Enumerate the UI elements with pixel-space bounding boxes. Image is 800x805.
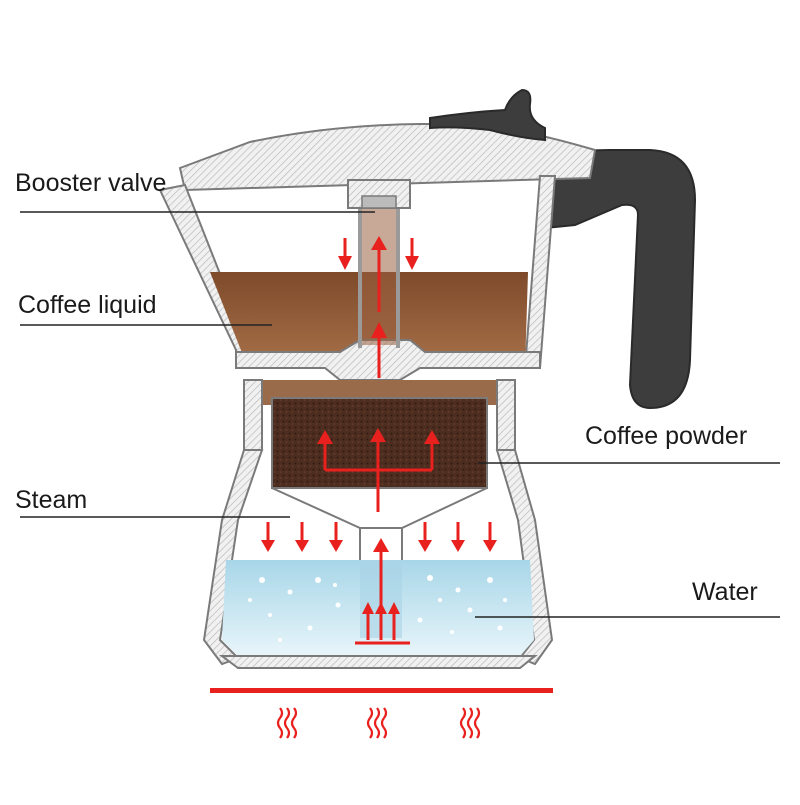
valve-body [361,195,397,209]
flow-arrows [210,236,553,693]
arrow-up-icon [373,538,389,552]
lid-knob [429,88,546,142]
label-coffee-powder: Coffee powder [585,422,748,450]
boiler-bottom [219,655,538,669]
label-steam: Steam [15,486,88,514]
water-bubbles [248,575,507,642]
heat-source-bar [210,688,553,693]
heat-wave-icon [276,707,481,739]
pot-handle [544,149,697,410]
steam-arrows [261,522,497,552]
label-water: Water [692,578,758,606]
arrow-down-icon [338,256,352,270]
leader-lines [20,211,780,618]
upper-chamber-wall-right [523,175,557,369]
label-booster-valve: Booster valve [15,169,167,197]
label-coffee-liquid: Coffee liquid [18,291,157,319]
